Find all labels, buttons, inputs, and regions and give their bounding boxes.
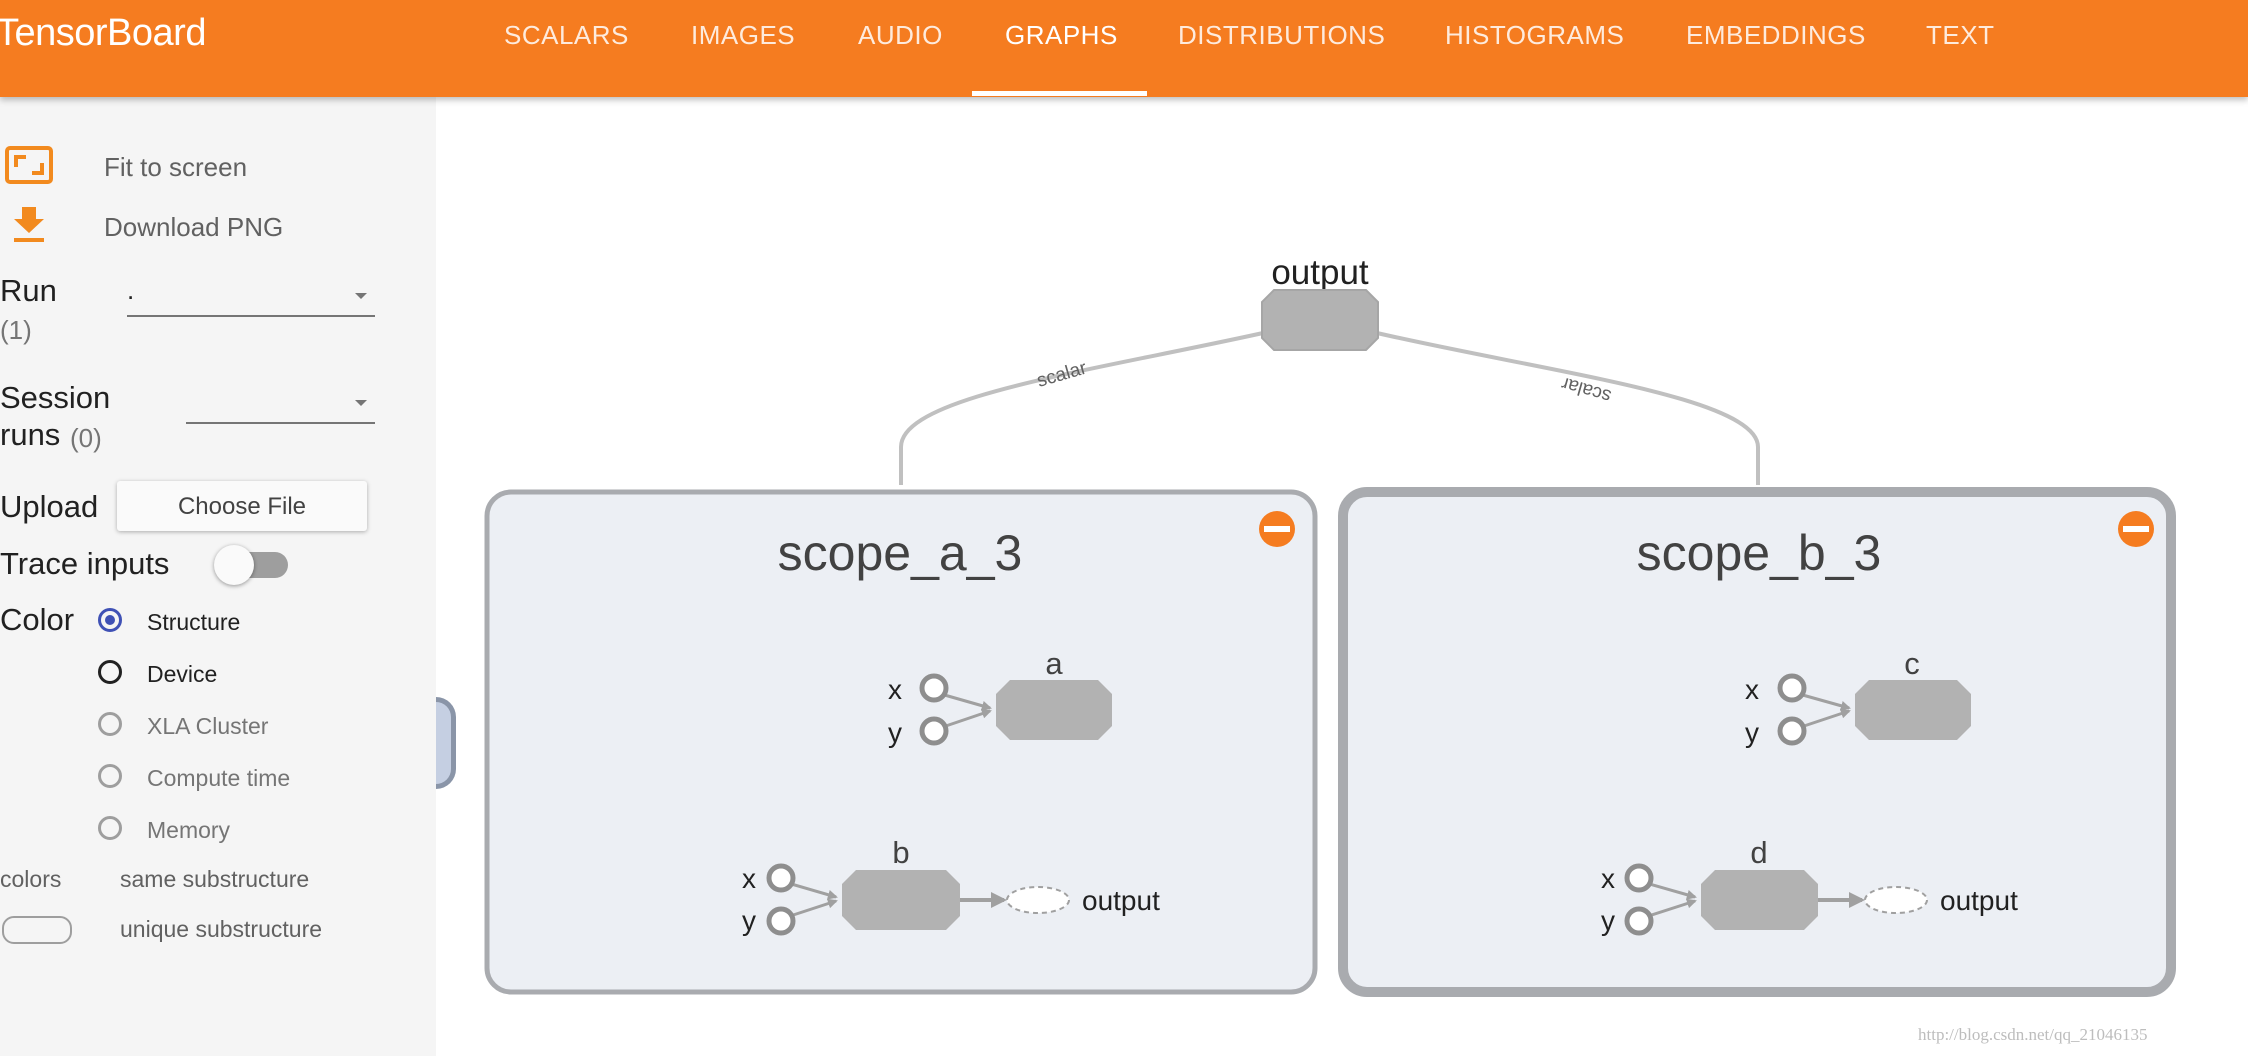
- graph-controls-sidebar: Fit to screen Download PNG Run (1) . Ses…: [0, 97, 436, 1056]
- fit-to-screen-icon[interactable]: [4, 145, 54, 185]
- node-c[interactable]: [1855, 680, 1971, 740]
- node-b-input-x[interactable]: [766, 863, 796, 893]
- watermark: http://blog.csdn.net/qq_21046135: [1918, 1025, 2148, 1044]
- download-icon[interactable]: [12, 205, 48, 245]
- color-label: Color: [0, 602, 75, 637]
- session-runs-label-2: runs: [0, 417, 61, 452]
- chevron-down-icon: [355, 293, 367, 299]
- tab-images[interactable]: IMAGES: [691, 20, 796, 50]
- download-png-button[interactable]: Download PNG: [104, 212, 284, 242]
- node-d-input-y-label: y: [1601, 905, 1615, 936]
- radio-xla-cluster-label[interactable]: XLA Cluster: [147, 713, 269, 739]
- edge-output-scope-a: [899, 331, 1264, 485]
- collapse-icon[interactable]: [1259, 511, 1295, 547]
- node-d-output[interactable]: [1864, 886, 1928, 914]
- node-a-input-y[interactable]: [919, 716, 949, 746]
- node-d-input-y[interactable]: [1624, 906, 1654, 936]
- radio-structure[interactable]: [98, 608, 122, 632]
- radio-device-label[interactable]: Device: [147, 661, 218, 687]
- node-a-input-x-label: x: [888, 674, 902, 705]
- node-b-output-label: output: [1082, 885, 1160, 916]
- graph-canvas[interactable]: scalar scalar output scope_a_3 a x y b x…: [436, 97, 2248, 1056]
- unique-substructure-swatch: [2, 916, 72, 944]
- app-title: TensorBoard: [0, 12, 206, 54]
- legend-same-substructure: same substructure: [120, 866, 310, 892]
- chevron-down-icon: [355, 400, 367, 406]
- node-a[interactable]: [996, 680, 1112, 740]
- radio-structure-label[interactable]: Structure: [147, 609, 241, 635]
- top-app-bar: TensorBoard SCALARS IMAGES AUDIO GRAPHS …: [0, 0, 2248, 97]
- radio-compute-time-label[interactable]: Compute time: [147, 765, 291, 791]
- collapse-icon[interactable]: [2118, 511, 2154, 547]
- output-node-label: output: [1271, 253, 1369, 292]
- tab-graphs[interactable]: GRAPHS: [1005, 20, 1118, 50]
- node-c-input-x[interactable]: [1777, 673, 1807, 703]
- node-d-label: d: [1750, 835, 1767, 870]
- session-runs-count: (0): [70, 423, 102, 453]
- node-b-label: b: [892, 835, 909, 870]
- session-runs-select[interactable]: [186, 382, 375, 424]
- trace-inputs-toggle-knob[interactable]: [214, 545, 254, 585]
- run-select-value: .: [127, 275, 135, 305]
- node-d-input-x[interactable]: [1624, 863, 1654, 893]
- node-d-output-label: output: [1940, 885, 2018, 916]
- radio-memory-label[interactable]: Memory: [147, 817, 231, 843]
- upload-label: Upload: [0, 489, 99, 524]
- run-label: Run: [0, 273, 57, 308]
- node-a-label: a: [1045, 646, 1063, 681]
- node-d-input-x-label: x: [1601, 863, 1615, 894]
- tab-text[interactable]: TEXT: [1926, 20, 1995, 50]
- node-b-input-y[interactable]: [766, 906, 796, 936]
- tab-audio[interactable]: AUDIO: [858, 20, 943, 50]
- node-c-input-y[interactable]: [1777, 716, 1807, 746]
- node-b[interactable]: [842, 870, 960, 930]
- tab-distributions[interactable]: DISTRIBUTIONS: [1178, 20, 1386, 50]
- radio-xla-cluster[interactable]: [98, 712, 122, 736]
- node-a-input-y-label: y: [888, 717, 902, 748]
- fit-to-screen-button[interactable]: Fit to screen: [104, 152, 248, 182]
- node-c-input-y-label: y: [1745, 717, 1759, 748]
- active-tab-indicator: [972, 91, 1147, 96]
- choose-file-button[interactable]: Choose File: [117, 481, 367, 531]
- scope-a-3-box[interactable]: [484, 489, 1318, 995]
- legend-unique-substructure: unique substructure: [120, 916, 323, 942]
- trace-inputs-label: Trace inputs: [0, 546, 170, 581]
- radio-compute-time[interactable]: [98, 764, 122, 788]
- scope-a-3[interactable]: scope_a_3 a x y b x y output: [484, 489, 1318, 995]
- run-select[interactable]: .: [127, 275, 375, 317]
- tab-histograms[interactable]: HISTOGRAMS: [1445, 20, 1625, 50]
- node-c-label: c: [1904, 646, 1920, 681]
- tab-embeddings[interactable]: EMBEDDINGS: [1686, 20, 1866, 50]
- node-b-input-x-label: x: [742, 863, 756, 894]
- node-c-input-x-label: x: [1745, 674, 1759, 705]
- radio-memory[interactable]: [98, 816, 122, 840]
- tab-scalars[interactable]: SCALARS: [504, 20, 629, 50]
- run-count: (1): [0, 315, 32, 345]
- edge-output-scope-b: [1376, 331, 1760, 485]
- scope-b-3-title: scope_b_3: [1637, 525, 1882, 581]
- node-b-output[interactable]: [1006, 886, 1070, 914]
- node-b-input-y-label: y: [742, 905, 756, 936]
- node-d[interactable]: [1701, 870, 1818, 930]
- output-node[interactable]: [1261, 289, 1379, 351]
- edge-label-left: scalar: [1035, 357, 1090, 391]
- scope-a-3-title: scope_a_3: [778, 525, 1023, 581]
- radio-device[interactable]: [98, 660, 122, 684]
- scope-b-3-box[interactable]: [1338, 487, 2176, 997]
- colors-label: colors: [0, 866, 62, 892]
- session-runs-label: Session: [0, 380, 111, 415]
- node-a-input-x[interactable]: [919, 673, 949, 703]
- scope-b-3[interactable]: scope_b_3 c x y d x y output: [1338, 487, 2176, 997]
